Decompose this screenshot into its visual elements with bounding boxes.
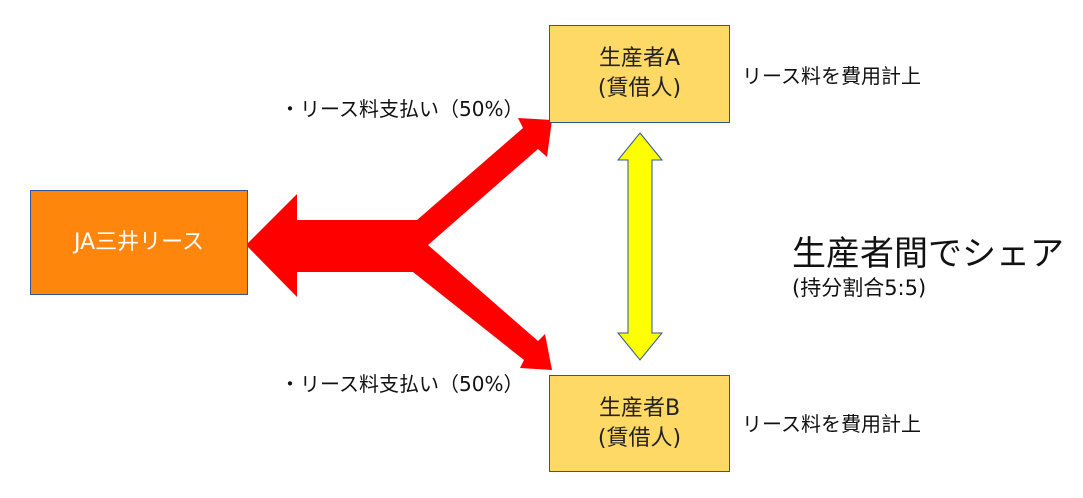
payment-a-label: ・リース料支払い（50%） [280, 97, 524, 121]
payment-b-label: ・リース料支払い（50%） [280, 372, 524, 396]
producer-a-name: 生産者A [598, 46, 681, 71]
producer-b-box: 生産者B (賃借人) [549, 375, 730, 472]
lessor-box: JA三井リース [30, 190, 248, 295]
producer-a-role: (賃借人) [597, 76, 682, 101]
producer-b-name: 生産者B [598, 395, 681, 421]
producer-b-role: (賃借人) [597, 425, 682, 451]
lessor-label: JA三井リース [73, 229, 205, 255]
share-subtitle: (持分割合5:5) [792, 276, 927, 300]
payment-arrow [246, 118, 552, 370]
share-double-arrow [616, 132, 664, 361]
producer-a-note: リース料を費用計上 [742, 64, 921, 88]
producer-b-note: リース料を費用計上 [742, 412, 921, 436]
producer-a-box: 生産者A (賃借人) [549, 25, 730, 123]
share-title: 生産者間でシェア [792, 234, 1064, 274]
